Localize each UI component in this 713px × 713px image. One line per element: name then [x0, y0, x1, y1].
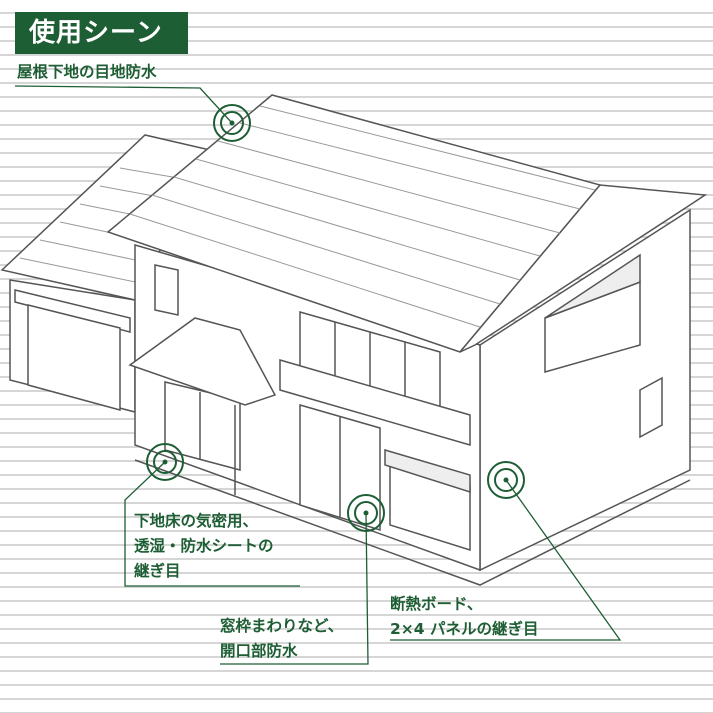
callout-line: 窓枠まわりなど、: [220, 617, 344, 635]
callout-leaders: [14, 85, 622, 665]
callout-line: 下地床の気密用、: [134, 512, 259, 530]
callout-line: 屋根下地の目地防水: [17, 63, 157, 81]
callout-line: 2×4 パネルの継ぎ目: [390, 620, 539, 638]
callout-floor: 下地床の気密用、 透湿・防水シートの 継ぎ目: [134, 509, 274, 584]
porch: [128, 317, 277, 495]
callout-markers: [146, 104, 525, 532]
main-roof: [106, 94, 708, 353]
callout-line: 透湿・防水シートの: [134, 537, 274, 555]
callout-line: 断熱ボード、: [390, 595, 483, 613]
callout-insulation: 断熱ボード、 2×4 パネルの継ぎ目: [390, 592, 538, 642]
callout-line: 継ぎ目: [134, 562, 181, 580]
page-title: 使用シーン: [15, 12, 188, 54]
callout-line: 開口部防水: [220, 642, 298, 660]
windows: [154, 253, 663, 552]
callout-window: 窓枠まわりなど、 開口部防水: [220, 614, 343, 664]
callout-roof: 屋根下地の目地防水: [17, 60, 157, 85]
